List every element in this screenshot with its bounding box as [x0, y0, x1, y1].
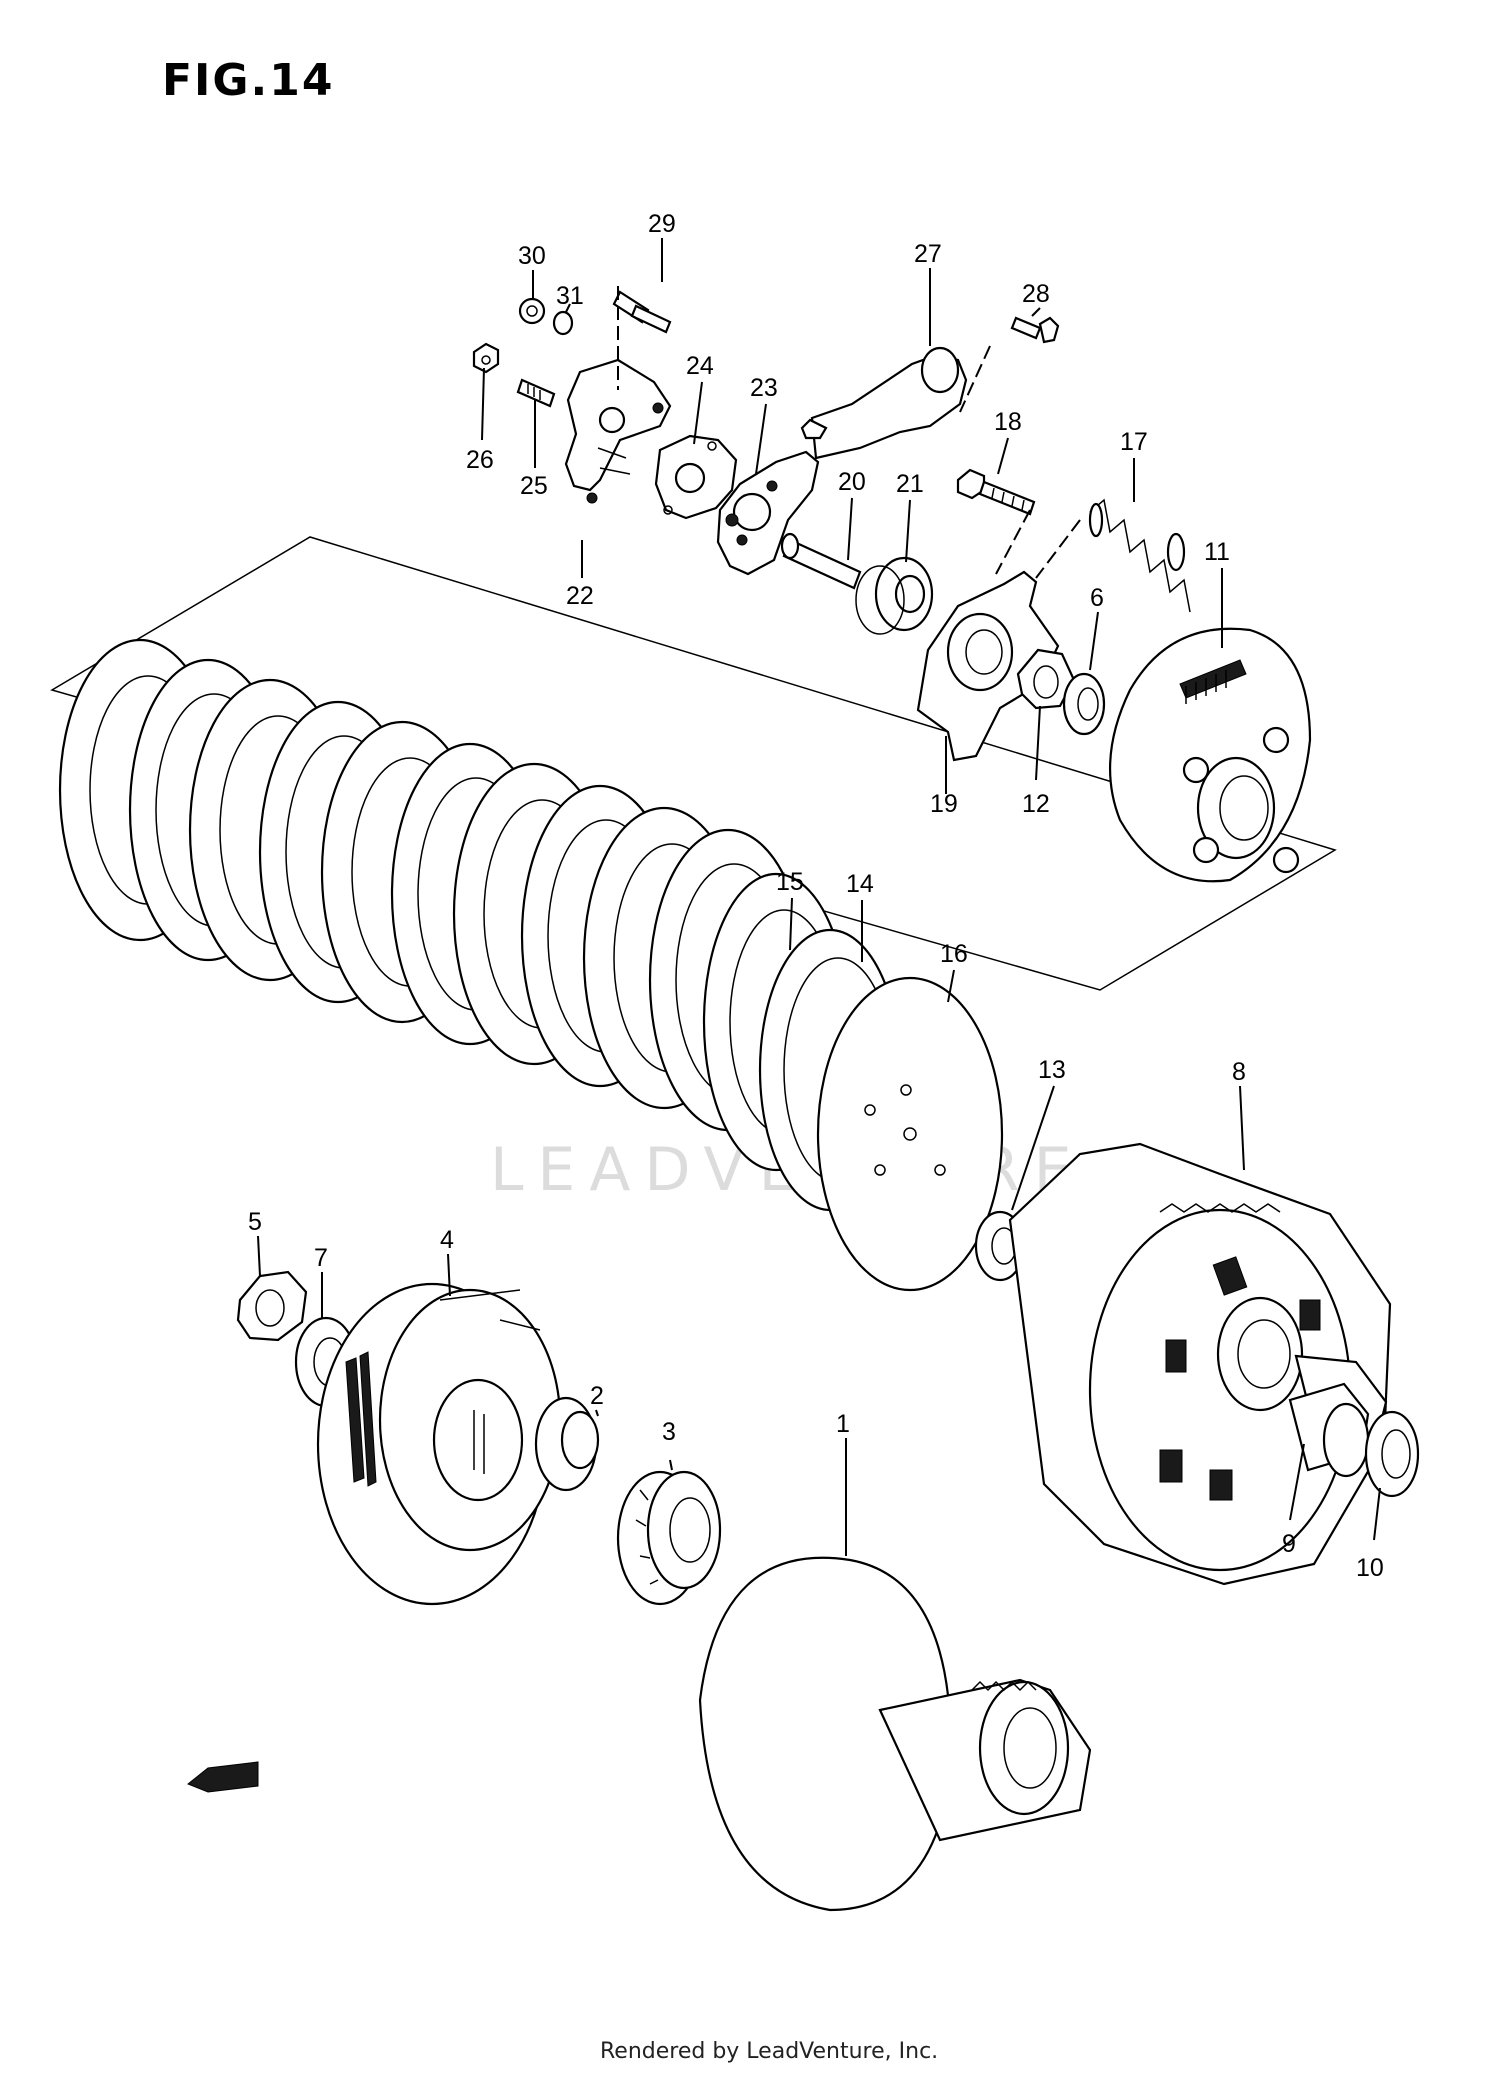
callout-22: 22 — [566, 582, 594, 610]
callout-9: 9 — [1282, 1530, 1296, 1558]
part-21-bearing — [855, 556, 934, 635]
callout-19: 19 — [930, 790, 958, 818]
callout-10: 10 — [1356, 1554, 1384, 1582]
callout-28: 28 — [1022, 280, 1050, 308]
part-22-bracket — [564, 358, 672, 504]
part-24-gasket — [654, 434, 738, 520]
part-26-nut — [472, 342, 500, 374]
part-31-washer — [552, 310, 574, 336]
part-25-stud — [516, 378, 556, 408]
callout-13: 13 — [1038, 1056, 1066, 1084]
callout-16: 16 — [940, 940, 968, 968]
callout-20: 20 — [838, 468, 866, 496]
callout-8: 8 — [1232, 1058, 1246, 1086]
callout-6: 6 — [1090, 584, 1104, 612]
callout-1: 1 — [836, 1410, 850, 1438]
callout-15: 15 — [776, 868, 804, 896]
callout-27: 27 — [914, 240, 942, 268]
callout-24: 24 — [686, 352, 714, 380]
callout-4: 4 — [440, 1226, 454, 1254]
callout-labels: 1 2 3 4 5 6 7 8 9 10 11 12 13 14 15 16 1… — [248, 210, 1384, 1582]
part-17-spring — [1088, 498, 1191, 613]
part-1-drive-gear — [698, 1556, 1092, 1912]
reference-lines — [617, 286, 1081, 579]
callout-14: 14 — [846, 870, 874, 898]
callout-23: 23 — [750, 374, 778, 402]
part-6-washer — [1062, 672, 1106, 736]
part-5-nut — [236, 1270, 308, 1342]
part-2-spacer — [534, 1396, 600, 1492]
footer-credit: Rendered by LeadVenture, Inc. — [600, 2039, 938, 2064]
part-4-centrifugal-clutch — [316, 1282, 562, 1606]
part-9-sleeve — [1288, 1382, 1370, 1478]
callout-26: 26 — [466, 446, 494, 474]
callout-25: 25 — [520, 472, 548, 500]
callout-2: 2 — [590, 1382, 604, 1410]
part-29-bolt — [612, 290, 672, 334]
callout-31: 31 — [556, 282, 584, 310]
callout-17: 17 — [1120, 428, 1148, 456]
callout-3: 3 — [662, 1418, 676, 1446]
part-19-lifter-plate — [916, 570, 1060, 762]
part-18-bolt — [956, 468, 1036, 516]
part-28-bolt — [1010, 316, 1060, 344]
figure-title: FIG.14 — [162, 55, 335, 106]
callout-29: 29 — [648, 210, 676, 238]
callout-5: 5 — [248, 1208, 262, 1236]
part-16-disc — [816, 976, 1004, 1292]
leader-lines — [257, 238, 1381, 1556]
part-27-release-arm — [800, 346, 968, 460]
part-23-cam-plate — [716, 450, 820, 576]
callout-12: 12 — [1022, 790, 1050, 818]
callout-11: 11 — [1204, 538, 1230, 566]
front-arrow-icon — [187, 1761, 259, 1793]
callout-30: 30 — [518, 242, 546, 270]
part-8-clutch-housing — [1008, 1142, 1392, 1586]
clutch-plate-stack — [58, 638, 808, 1132]
part-30-nut — [518, 297, 546, 325]
part-10-washer — [1364, 1410, 1420, 1498]
callout-7: 7 — [314, 1244, 328, 1272]
callout-21: 21 — [896, 470, 924, 498]
part-3-one-way-clutch — [616, 1470, 722, 1606]
part-11-pressure-plate — [1108, 627, 1312, 883]
part-20-push-rod — [780, 532, 862, 590]
callout-18: 18 — [994, 408, 1022, 436]
